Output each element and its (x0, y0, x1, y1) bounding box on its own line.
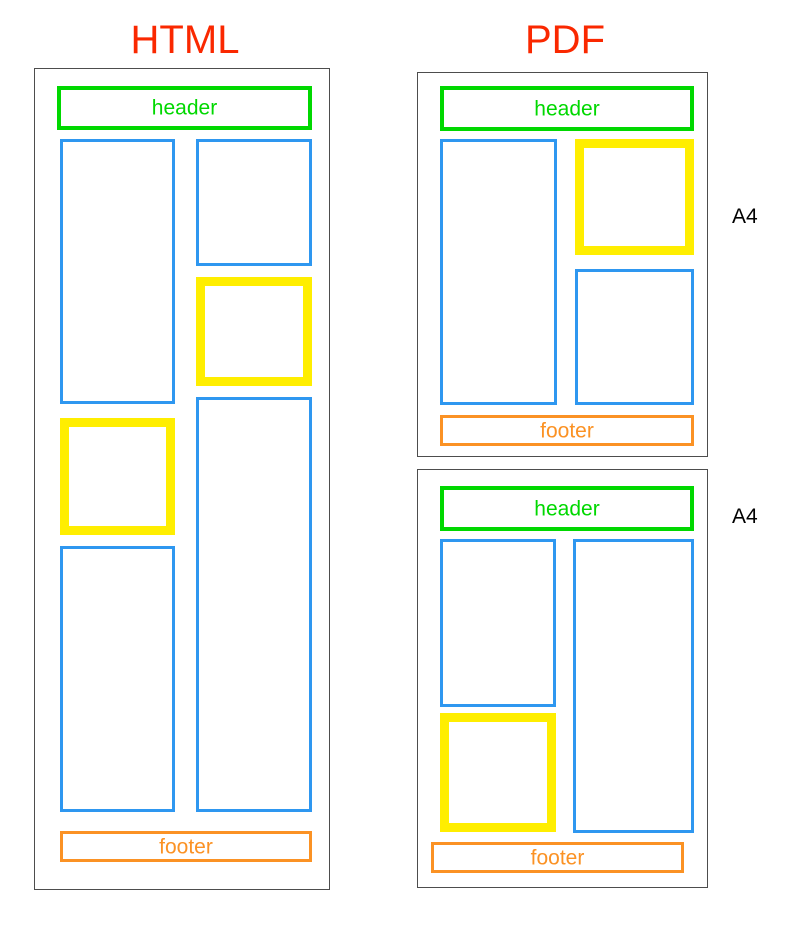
html-highlight-block-left-1 (60, 418, 175, 535)
pdf-page-1-size-label: A4 (732, 205, 758, 228)
pdf-page-1-frame: header footer (417, 72, 708, 457)
html-content-block-right-2 (196, 397, 312, 812)
pdf-panel-title: PDF (525, 18, 605, 62)
html-footer-label: footer (159, 835, 213, 858)
pdf-page-2-footer-block: footer (431, 842, 684, 873)
pdf-page-2-header-label: header (534, 497, 600, 520)
html-header-block: header (57, 86, 312, 130)
pdf-page-2-frame: header footer (417, 469, 708, 888)
html-footer-block: footer (60, 831, 312, 862)
pdf-page-1-content-block-left (440, 139, 557, 405)
html-highlight-block-right-1 (196, 277, 312, 386)
pdf-page-2-size-label: A4 (732, 505, 758, 528)
pdf-page-2-highlight-block-left (440, 713, 556, 832)
html-content-block-right-1 (196, 139, 312, 266)
pdf-page-1-highlight-block-right (575, 139, 694, 255)
pdf-page-1-header-block: header (440, 86, 694, 131)
pdf-page-2-footer-label: footer (530, 846, 585, 869)
pdf-page-1-footer-block: footer (440, 415, 694, 446)
pdf-page-1-content-block-right (575, 269, 694, 405)
pdf-page-2-content-block-right (573, 539, 694, 833)
pdf-page-1-header-label: header (534, 97, 600, 120)
pdf-page-2-header-block: header (440, 486, 694, 531)
pdf-page-2-content-block-left (440, 539, 556, 707)
html-panel-title: HTML (130, 18, 240, 62)
html-header-label: header (151, 96, 218, 120)
pdf-page-1-footer-label: footer (540, 419, 594, 442)
html-page-frame: header footer (34, 68, 330, 890)
html-content-block-left-2 (60, 546, 175, 812)
html-content-block-left-1 (60, 139, 175, 404)
